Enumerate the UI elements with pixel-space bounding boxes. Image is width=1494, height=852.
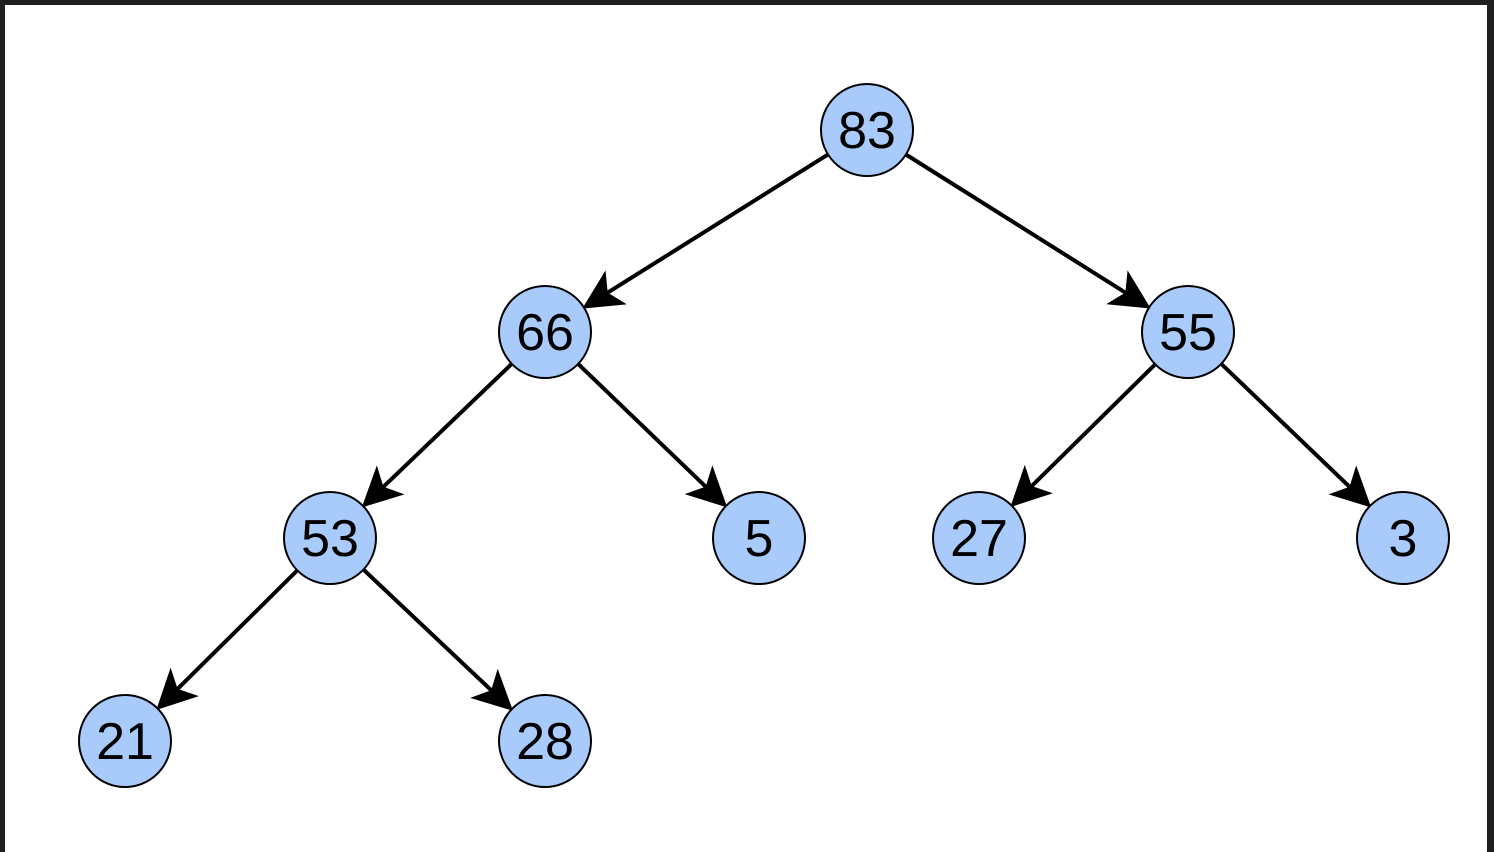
edge-n53-to-n28: [362, 568, 514, 711]
tree-node-3: 3: [1356, 491, 1450, 585]
node-label: 5: [745, 510, 774, 568]
tree-node-55: 55: [1141, 285, 1235, 379]
edge-n83-to-n55: [904, 152, 1151, 309]
tree-node-53: 53: [283, 491, 377, 585]
node-circle: [78, 694, 172, 788]
node-label: 83: [838, 102, 896, 160]
tree-node-21: 21: [78, 694, 172, 788]
node-circle: [932, 491, 1026, 585]
node-circle: [712, 491, 806, 585]
diagram-canvas: [5, 5, 1487, 852]
edge-n55-to-n27: [1010, 362, 1157, 508]
node-circle: [498, 285, 592, 379]
edge-n66-to-n5: [576, 362, 728, 508]
node-circle: [498, 694, 592, 788]
node-label: 3: [1389, 510, 1418, 568]
node-circle: [1141, 285, 1235, 379]
node-circle: [1356, 491, 1450, 585]
node-circle: [820, 83, 914, 177]
node-circle: [283, 491, 377, 585]
tree-node-5: 5: [712, 491, 806, 585]
tree-node-27: 27: [932, 491, 1026, 585]
node-label: 21: [96, 713, 154, 771]
node-label: 53: [301, 510, 359, 568]
edge-n66-to-n53: [361, 362, 514, 508]
edge-n55-to-n3: [1219, 362, 1372, 508]
tree-node-28: 28: [498, 694, 592, 788]
tree-node-66: 66: [498, 285, 592, 379]
edges-layer: [156, 152, 1372, 711]
nodes-layer: 83 66 55 53 5 27 3 21 28: [78, 83, 1450, 788]
edge-n53-to-n21: [156, 568, 299, 711]
node-label: 28: [516, 713, 574, 771]
edge-n83-to-n66: [582, 152, 830, 309]
tree-node-83: 83: [820, 83, 914, 177]
node-label: 55: [1159, 304, 1217, 362]
node-label: 27: [950, 510, 1008, 568]
node-label: 66: [516, 304, 574, 362]
